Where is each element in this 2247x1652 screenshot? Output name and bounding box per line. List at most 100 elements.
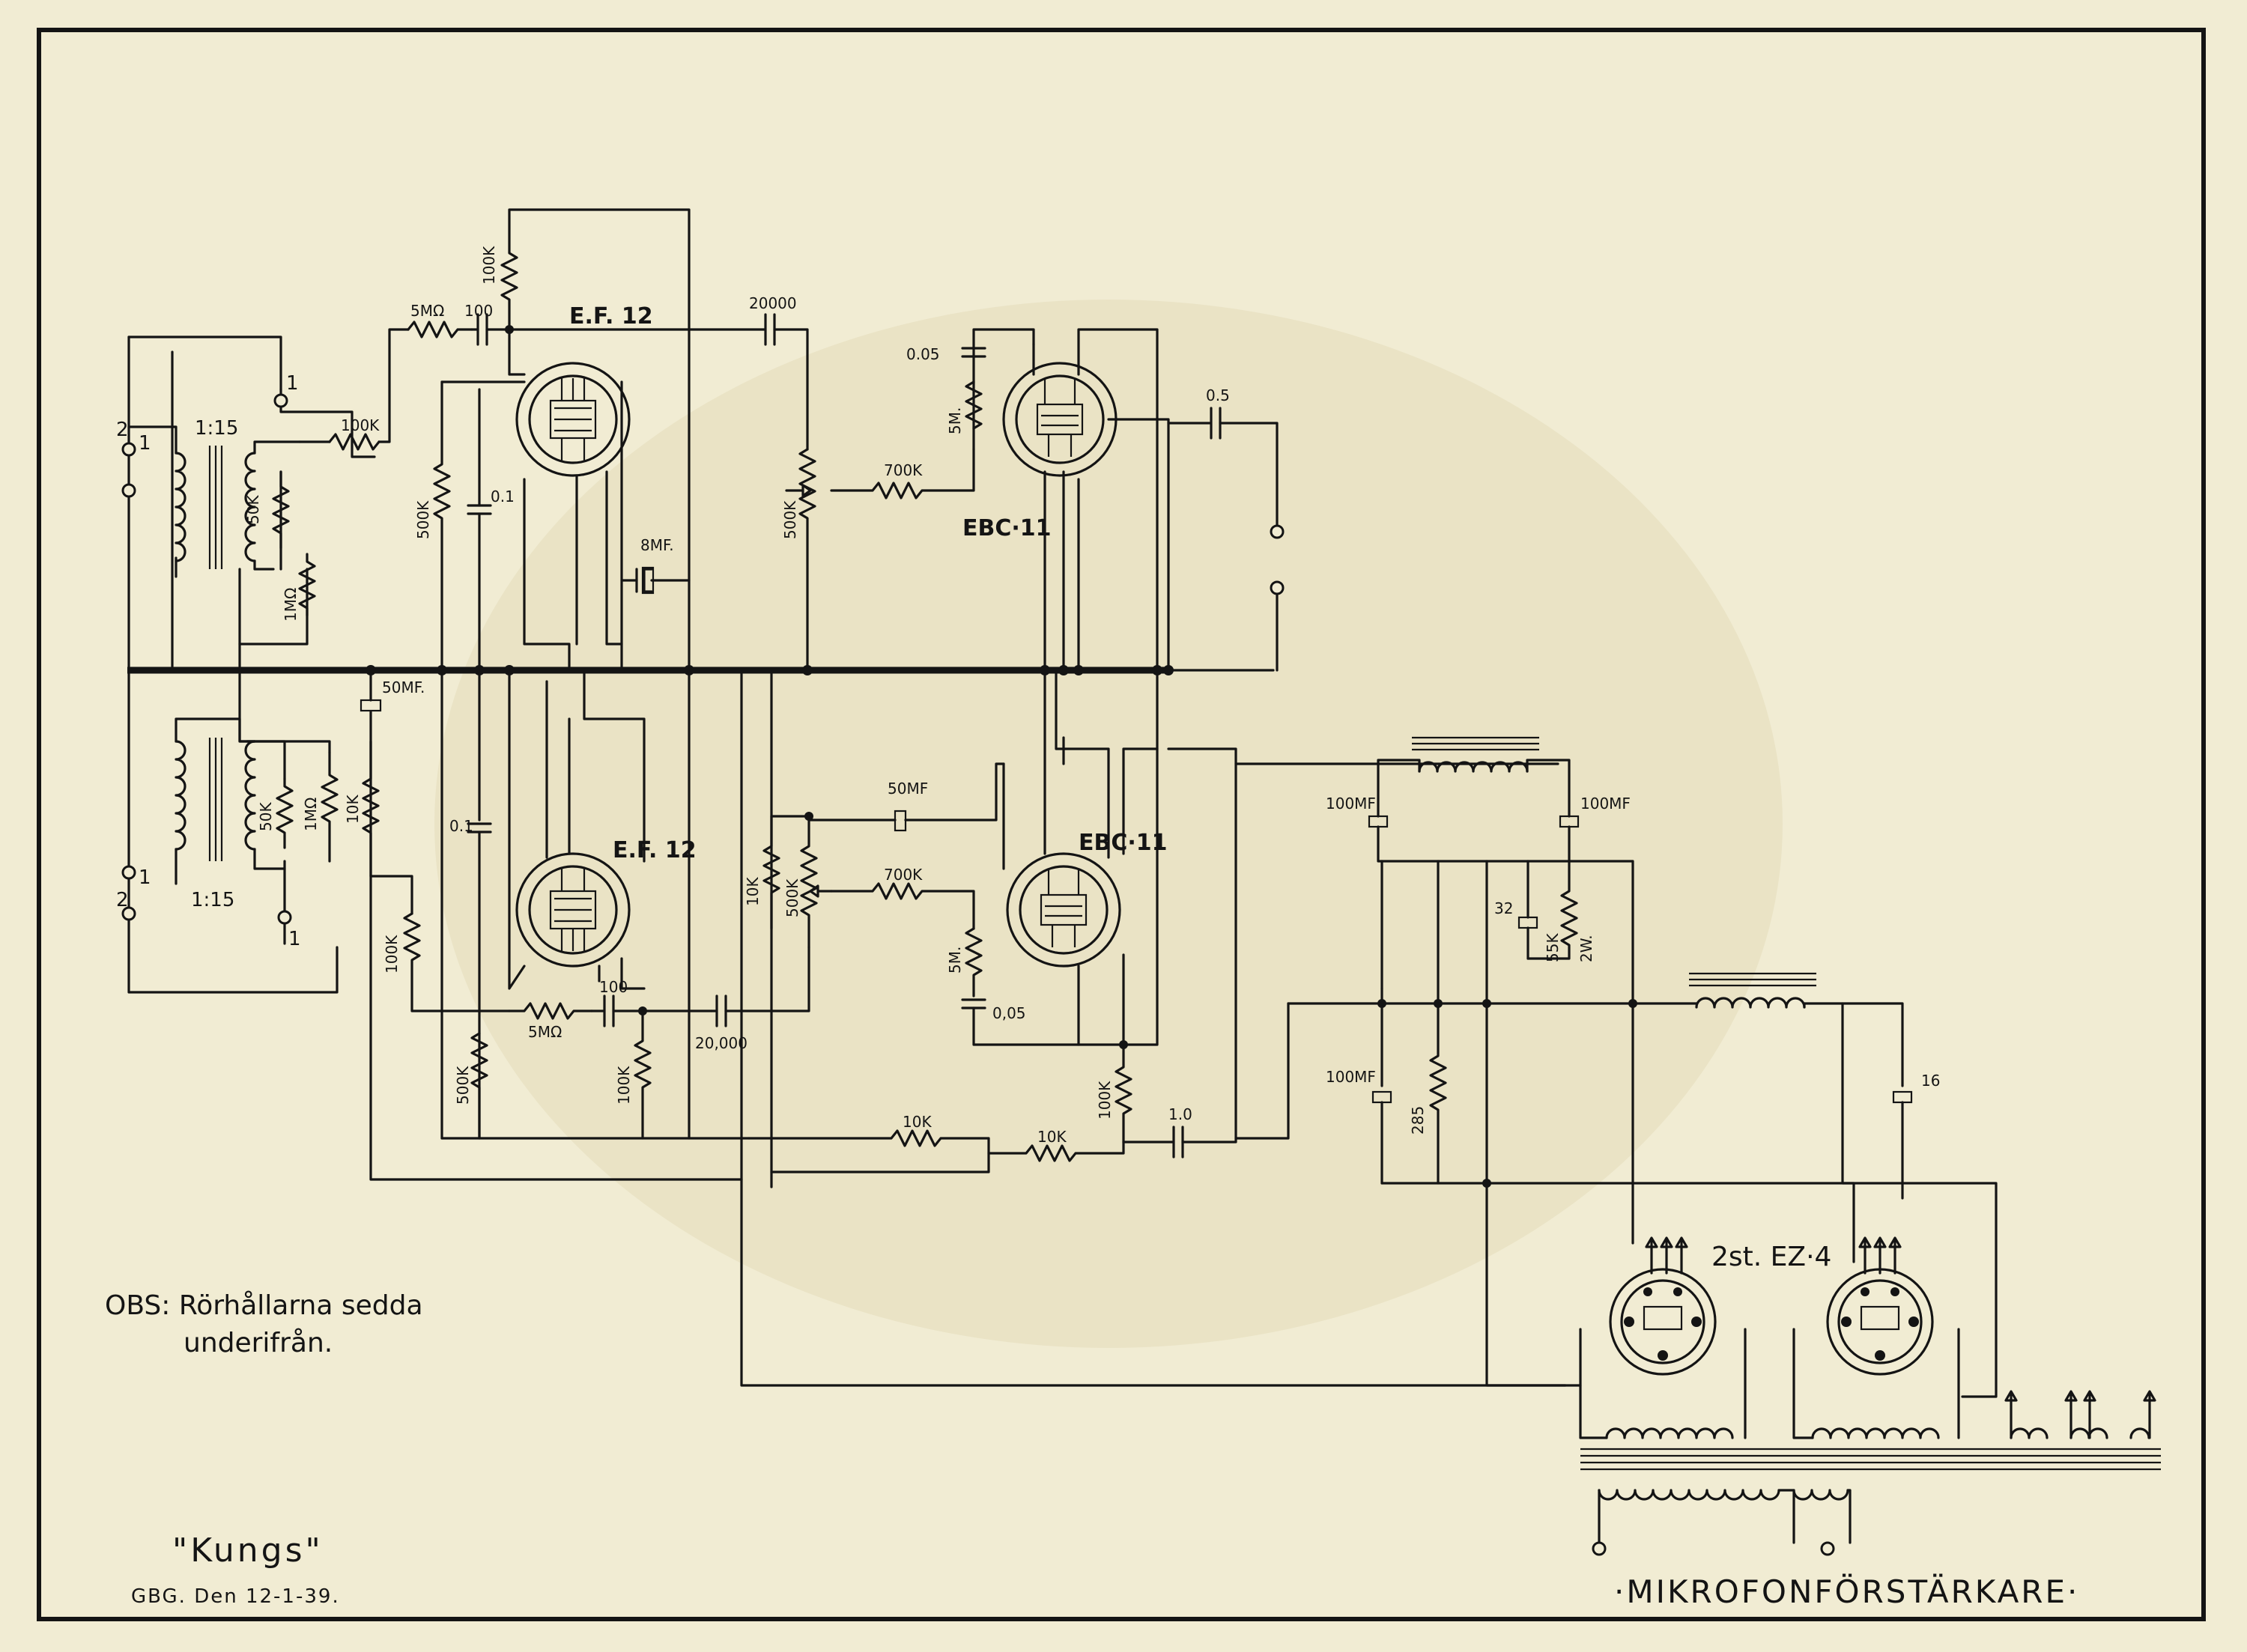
resistor-700k-bottom <box>830 882 975 930</box>
resistor-500k-bottom <box>470 1032 488 1140</box>
terminal-1-bottom[interactable] <box>121 865 136 880</box>
terminal-1-top[interactable] <box>121 483 136 498</box>
input-transformer-top <box>127 335 376 668</box>
label-1-top-right: 1 <box>286 372 299 395</box>
label-32: 32 <box>1494 899 1513 917</box>
note-line-1: OBS: Rörhållarna sedda <box>105 1290 423 1321</box>
label-5m-top: 5MΩ <box>410 302 444 320</box>
choke-2 <box>1689 972 1816 1009</box>
output-terminal-a[interactable] <box>1270 524 1285 539</box>
rectifier-ez4-left <box>1609 1236 1717 1376</box>
label-100k-input-bottom: 100K <box>383 935 401 974</box>
secondary-winding-bottom <box>244 740 256 851</box>
input-transformer-bottom <box>127 669 339 994</box>
terminal-1-bottom-right[interactable] <box>277 910 292 925</box>
label-1m-bottom: 1MΩ <box>302 798 320 831</box>
signature-name: "Kungs" <box>172 1531 324 1570</box>
label-20000-top: 20000 <box>749 294 797 312</box>
label-2-top: 2 <box>116 419 129 441</box>
label-pot-500k-top: 500K <box>781 500 799 539</box>
primary-winding-bottom <box>175 740 187 851</box>
drawing-frame <box>37 28 2206 1621</box>
tube-ef12-top <box>515 362 631 477</box>
label-05-output: 0.5 <box>1206 386 1230 404</box>
label-100mf-c: 100MF <box>1326 1068 1376 1086</box>
label-5m-top-ebc: 5M. <box>946 407 964 434</box>
terminal-2-bottom[interactable] <box>121 906 136 921</box>
label-100k-input-top: 100K <box>341 416 380 434</box>
resistor-500k-top <box>433 380 451 672</box>
note-line-2: underifrån. <box>184 1328 333 1358</box>
resistor-100k-input-top <box>328 433 380 451</box>
label-5m-bottom: 5MΩ <box>528 1023 562 1041</box>
ratio-label-bottom: 1:15 <box>191 889 234 911</box>
diagram-title: ·MIKROFONFÖRSTÄRKARE· <box>1614 1573 2079 1610</box>
resistor-5m-grid-top <box>407 321 473 338</box>
tube-label-ebc11-top: EBC·11 <box>962 515 1052 541</box>
signature-date: GBG. Den 12-1-39. <box>131 1585 340 1608</box>
tube-label-ef12-bottom: E.F. 12 <box>613 837 697 863</box>
label-16: 16 <box>1921 1072 1940 1090</box>
tube-ef12-bottom <box>515 852 631 968</box>
label-100mf-a: 100MF <box>1326 795 1376 813</box>
label-10k-left: 10K <box>344 795 362 824</box>
label-700k-bottom: 700K <box>884 866 923 884</box>
label-285: 285 <box>1409 1106 1427 1135</box>
tube-ebc11-bottom <box>1006 852 1121 968</box>
mains-transformer <box>1580 1390 2161 1544</box>
label-100k-plate-top: 100K <box>480 246 498 285</box>
potentiometer-500k-bottom[interactable] <box>770 815 818 949</box>
rectifier-label: 2st. EZ·4 <box>1711 1242 1831 1272</box>
primary-winding-top <box>175 452 187 562</box>
label-10k-a: 10K <box>903 1113 932 1131</box>
resistor-100k-ebc-bottom <box>1115 1043 1132 1144</box>
resistor-50k-top: 50K <box>244 470 290 550</box>
resistor-100k-plate-bottom <box>634 1009 652 1140</box>
label-100k-ebc-bottom: 100K <box>1096 1081 1114 1120</box>
mains-terminal-a[interactable] <box>1592 1541 1607 1556</box>
resistor-5m-grid-bottom <box>508 1002 593 1020</box>
label-55k-2w: 2W. <box>1577 935 1595 962</box>
svg-text:1MΩ: 1MΩ <box>282 588 300 622</box>
label-8mf: 8MF. <box>640 536 674 554</box>
label-5m-bottom-ebc: 5M. <box>946 947 964 974</box>
resistor-1m-bottom <box>321 751 339 863</box>
label-100-bottom: 100 <box>599 978 628 996</box>
resistor-100k-plate-top <box>500 208 691 672</box>
label-10: 1.0 <box>1168 1105 1192 1123</box>
output-terminal-b[interactable] <box>1270 580 1285 595</box>
resistor-55k <box>1526 860 1578 960</box>
resistor-1m-top: 1MΩ <box>282 553 316 622</box>
resistor-50k-bottom <box>276 777 294 849</box>
resistor-5m-bottom-ebc <box>965 927 983 997</box>
secondary-winding-top <box>244 452 256 562</box>
svg-text:50K: 50K <box>244 495 262 524</box>
resistor-100k-input-bottom <box>403 912 511 1012</box>
mains-terminal-b[interactable] <box>1820 1541 1835 1556</box>
resistor-5m-top-ebc <box>965 380 983 430</box>
label-500k-bottom: 500K <box>454 1066 472 1105</box>
label-01-bottom: 0.1 <box>449 817 473 835</box>
label-50k-bottom: 50K <box>257 802 275 831</box>
label-2-bottom: 2 <box>116 889 129 911</box>
choke-1 <box>1377 736 1571 818</box>
label-100mf-b: 100MF <box>1580 795 1631 813</box>
terminal-1-top-right[interactable] <box>273 393 288 408</box>
resistor-700k-top <box>830 448 975 499</box>
label-100k-plate-bottom: 100K <box>615 1066 633 1105</box>
label-005-bottom: 0,05 <box>992 1004 1026 1022</box>
label-700k-top: 700K <box>884 461 923 479</box>
label-55k: 55K <box>1544 933 1562 962</box>
label-10k-b: 10K <box>1037 1128 1067 1146</box>
label-1-bottom-right: 1 <box>288 928 301 950</box>
tube-label-ef12-top: E.F. 12 <box>569 303 653 330</box>
ratio-label-top: 1:15 <box>195 417 238 440</box>
resistor-285 <box>1429 1002 1447 1185</box>
label-50mf-mid: 50MF <box>888 780 928 798</box>
label-500k-top: 500K <box>414 500 432 539</box>
label-01-top: 0.1 <box>491 488 515 505</box>
label-20000-bottom: 20,000 <box>695 1034 748 1052</box>
terminal-2-top[interactable] <box>121 442 136 457</box>
